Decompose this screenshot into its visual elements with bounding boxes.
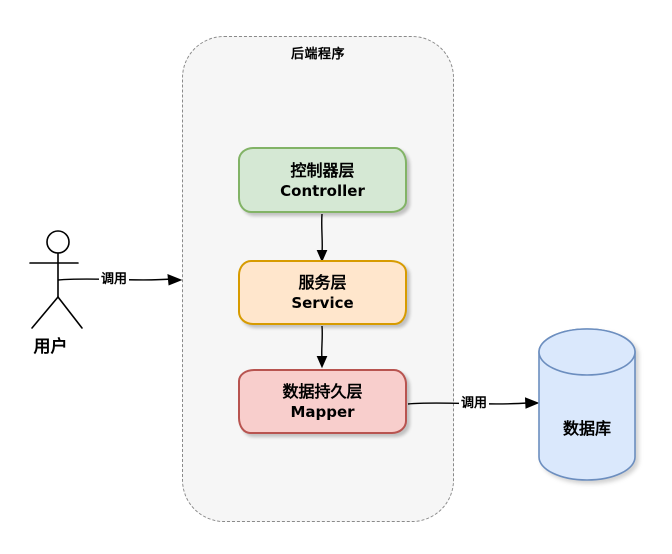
layer-box-service: 服务层 Service — [238, 260, 407, 325]
layer-title-en: Service — [291, 294, 354, 312]
layer-title-en: Controller — [280, 181, 365, 200]
layer-title-zh: 服务层 — [298, 273, 347, 292]
edge-label-call-database: 调用 — [459, 396, 490, 412]
layer-title-zh: 控制器层 — [290, 160, 355, 180]
layer-title-en: Mapper — [290, 403, 355, 421]
database-cylinder-icon — [538, 328, 636, 481]
layer-title-zh: 数据持久层 — [282, 382, 363, 401]
edge-label-call-user: 调用 — [99, 272, 130, 288]
database-label: 数据库 — [562, 419, 611, 438]
layer-box-mapper: 数据持久层 Mapper — [238, 369, 407, 434]
actor-label: 用户 — [33, 337, 68, 357]
backend-container-label: 后端程序 — [290, 47, 345, 62]
stick-figure-icon — [29, 230, 83, 329]
layer-box-controller: 控制器层 Controller — [238, 147, 407, 213]
